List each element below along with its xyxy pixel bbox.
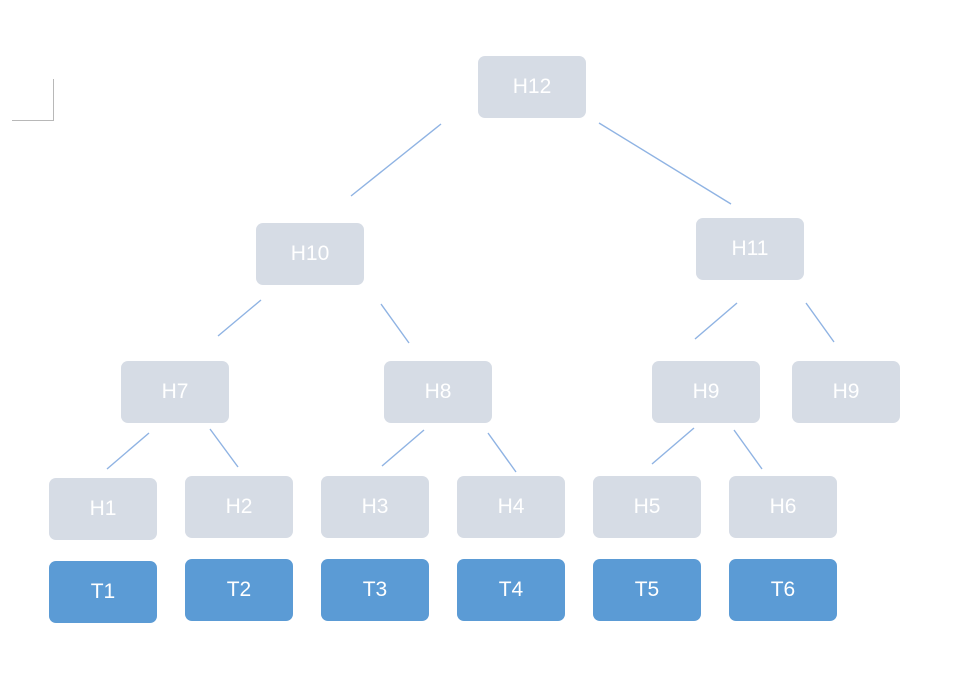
connector-h11-h9b	[805, 302, 835, 343]
hash-node-h3: H3	[321, 476, 429, 538]
connector-h9-h5	[651, 427, 695, 465]
hash-node-h10: H10	[256, 223, 364, 285]
page-corner-mark	[12, 79, 54, 121]
hash-node-h1: H1	[49, 478, 157, 540]
connector-h11-h9	[694, 302, 738, 340]
hash-node-h9: H9	[652, 361, 760, 423]
hash-node-h9-duplicate: H9	[792, 361, 900, 423]
connector-h10-h8	[380, 303, 410, 344]
hash-node-h6: H6	[729, 476, 837, 538]
hash-node-h12: H12	[478, 56, 586, 118]
tx-node-t1: T1	[49, 561, 157, 623]
connector-h7-h2	[209, 428, 239, 468]
tx-node-t5: T5	[593, 559, 701, 621]
tx-node-t6: T6	[729, 559, 837, 621]
tx-node-t2: T2	[185, 559, 293, 621]
hash-node-h7: H7	[121, 361, 229, 423]
hash-node-h5: H5	[593, 476, 701, 538]
hash-node-h4: H4	[457, 476, 565, 538]
tx-node-t3: T3	[321, 559, 429, 621]
hash-node-h2: H2	[185, 476, 293, 538]
hash-node-h11: H11	[696, 218, 804, 280]
hash-node-h8: H8	[384, 361, 492, 423]
connector-h9-h6	[733, 429, 763, 470]
tx-node-t4: T4	[457, 559, 565, 621]
connector-h8-h4	[487, 432, 517, 473]
connector-h12-h10	[350, 123, 442, 197]
connector-h12-h11	[598, 122, 732, 205]
connector-h8-h3	[381, 429, 425, 467]
connector-h7-h1	[106, 432, 150, 470]
connector-h10-h7	[217, 299, 262, 337]
